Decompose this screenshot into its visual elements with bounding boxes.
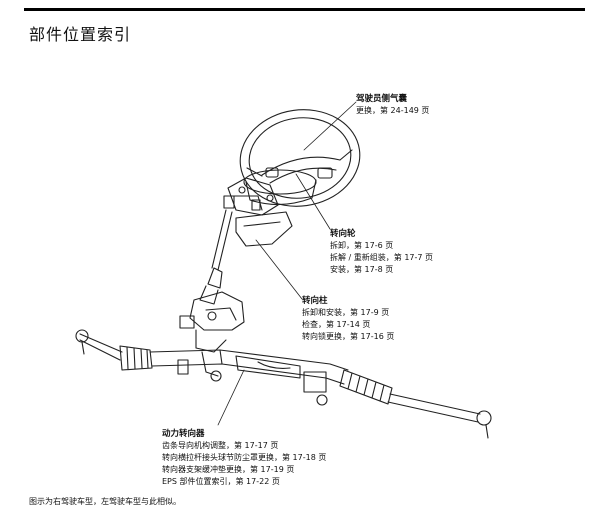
callout-column-line-3[interactable]: 转向锁更换，第 17-16 页: [302, 332, 395, 341]
callout-wheel-line-3[interactable]: 安装，第 17-8 页: [330, 265, 394, 274]
column-housing-illustration: [223, 177, 293, 247]
callout-airbag-title: 驾驶员侧气囊: [356, 94, 408, 104]
callout-column-line-2[interactable]: 检查，第 17-14 页: [302, 320, 371, 329]
rack-housing-illustration: [149, 349, 349, 406]
left-tie-rod-illustration: [75, 329, 123, 361]
callout-column: 转向柱 拆卸和安装，第 17-9 页 检查，第 17-14 页 转向锁更换，第 …: [302, 295, 394, 343]
callout-gearbox-line-1[interactable]: 齿条导向机构调整，第 17-17 页: [162, 441, 279, 450]
callout-gearbox: 动力转向器 齿条导向机构调整，第 17-17 页 转向横拉杆接头球节防尘罩更换，…: [162, 428, 326, 488]
callout-wheel-line-2[interactable]: 拆解 / 重新组装，第 17-7 页: [330, 253, 434, 262]
callout-gearbox-line-3[interactable]: 转向器支架缓冲垫更换，第 17-19 页: [162, 465, 295, 474]
footnote: 图示为右驾驶车型，左驾驶车型与此相似。: [29, 497, 181, 506]
callout-airbag: 驾驶员侧气囊 更换，第 24-149 页: [356, 93, 429, 117]
intermediate-shaft-illustration: [199, 209, 233, 305]
callout-gearbox-title: 动力转向器: [162, 429, 205, 439]
callout-airbag-line-1[interactable]: 更换，第 24-149 页: [356, 106, 430, 115]
page-title: 部件位置索引: [29, 25, 132, 44]
right-boot-illustration: [339, 369, 393, 405]
callout-column-title: 转向柱: [302, 296, 328, 306]
leader-lines: [217, 101, 357, 426]
gearbox-head-illustration: [177, 291, 245, 377]
callout-wheel: 转向轮 拆卸，第 17-6 页 拆解 / 重新组装，第 17-7 页 安装，第 …: [330, 228, 433, 276]
airbag-hub-illustration: [243, 169, 317, 206]
callout-wheel-line-1[interactable]: 拆卸，第 17-6 页: [330, 241, 394, 250]
right-tie-rod-illustration: [387, 393, 492, 439]
top-rule: [24, 8, 585, 11]
callout-gearbox-line-4[interactable]: EPS 部件位置索引，第 17-22 页: [162, 477, 280, 486]
left-boot-illustration: [119, 345, 153, 371]
callout-wheel-title: 转向轮: [330, 229, 356, 239]
steering-wheel-illustration: [239, 109, 361, 207]
callout-gearbox-line-2[interactable]: 转向横拉杆接头球节防尘罩更换，第 17-18 页: [162, 453, 327, 462]
callout-column-line-1[interactable]: 拆卸和安装，第 17-9 页: [302, 308, 390, 317]
